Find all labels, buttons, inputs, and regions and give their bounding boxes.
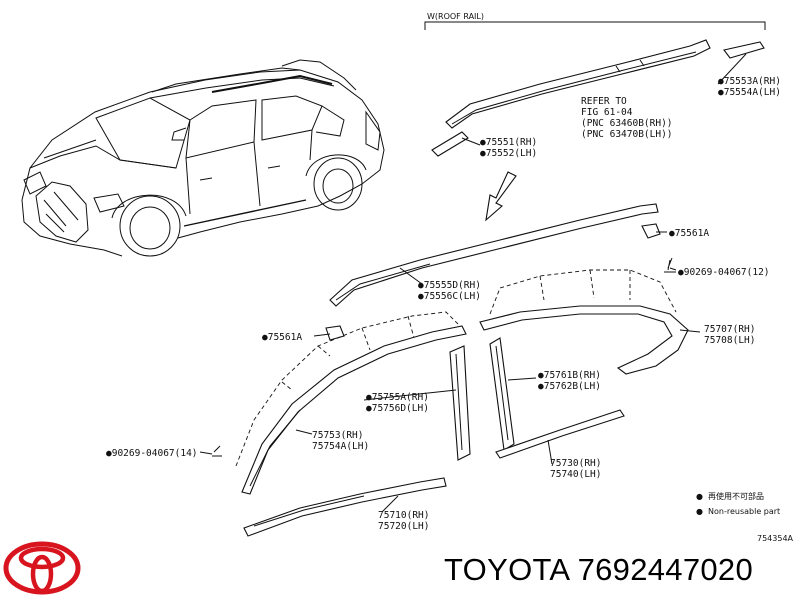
- callout-line: ●75755A(RH): [366, 392, 429, 403]
- callout-line: ●75555D(RH): [418, 280, 481, 291]
- callout-75753: 75753(RH) 75754A(LH): [312, 430, 369, 452]
- callout-line: ●75552(LH): [480, 148, 537, 159]
- refer-line: REFER TO: [581, 96, 627, 107]
- clip-75561a-right: [641, 223, 661, 239]
- callout-line: 75753(RH): [312, 430, 363, 441]
- door-frame-outline: [235, 269, 677, 467]
- toyota-logo-icon: [3, 541, 81, 595]
- callout-75730: 75730(RH) 75740(LH): [550, 458, 601, 480]
- legend-text: 再使用不可部品: [708, 491, 764, 501]
- callout-line: 75707(RH): [704, 324, 755, 335]
- callout-line: ●75551(RH): [480, 137, 537, 148]
- direction-arrow: [485, 171, 517, 222]
- roof-moulding-part: [329, 203, 659, 307]
- callout-line: ●90269-04067(12): [678, 267, 770, 278]
- callout-75707: 75707(RH) 75708(LH): [704, 324, 755, 346]
- callout-line: ●75762B(LH): [538, 381, 601, 392]
- legend-symbol: ●: [696, 492, 703, 501]
- callout-line: ●75761B(RH): [538, 370, 601, 381]
- pillar-garnish-front: [449, 345, 471, 461]
- callout-line: 75710(RH): [378, 510, 429, 521]
- refer-note: REFER TO FIG 61-04 (PNC 63460B(RH)) (PNC…: [581, 96, 673, 140]
- refer-line: (PNC 63460B(RH)): [581, 118, 673, 129]
- callout-line: ●75756D(LH): [366, 403, 429, 414]
- front-door-belt-moulding: [241, 325, 467, 495]
- refer-line: (PNC 63470B(LH)): [581, 129, 673, 140]
- callout-75555d: ●75555D(RH) ●75556C(LH): [418, 280, 481, 302]
- callout-75551: ●75551(RH) ●75552(LH): [480, 137, 537, 159]
- part-75553a: [723, 41, 765, 59]
- leader-lines: [199, 53, 747, 513]
- diagram-code: 754354A: [757, 534, 794, 543]
- callout-line: ●75561A: [262, 332, 302, 343]
- callout-line: 75720(LH): [378, 521, 429, 532]
- callout-90269-14: ●90269-04067(14): [106, 448, 198, 459]
- legend: ● 再使用不可部品 ● Non-reusable part: [696, 491, 780, 516]
- front-belt-moulding-lower: [243, 477, 447, 537]
- callout-line: ●75556C(LH): [418, 291, 481, 302]
- callout-75761b: ●75761B(RH) ●75762B(LH): [538, 370, 601, 392]
- clip-75561a-left: [325, 325, 345, 341]
- callout-75755a: ●75755A(RH) ●75756D(LH): [366, 392, 429, 414]
- part-number-title: TOYOTA 7692447020: [444, 552, 753, 587]
- roof-rail-part: [445, 39, 711, 129]
- rear-belt-moulding: [495, 409, 625, 459]
- callout-line: ●90269-04067(14): [106, 448, 198, 459]
- legend-text: Non-reusable part: [708, 507, 780, 516]
- vehicle-illustration: [21, 59, 385, 257]
- roof-rail-bracket: [424, 21, 766, 30]
- callout-75561a-left: ●75561A: [262, 332, 302, 343]
- roof-rail-label: W(ROOF RAIL): [427, 12, 484, 21]
- legend-symbol: ●: [696, 507, 703, 516]
- callout-75561a-right: ●75561A: [669, 228, 709, 239]
- callout-line: ●75553A(RH): [718, 76, 781, 87]
- callout-line: 75740(LH): [550, 469, 601, 480]
- callout-line: ●75561A: [669, 228, 709, 239]
- refer-line: FIG 61-04: [581, 107, 633, 118]
- callout-line: 75754A(LH): [312, 441, 369, 452]
- part-75551: [431, 131, 469, 157]
- callout-75553a: ●75553A(RH) ●75554A(LH): [718, 76, 781, 98]
- pillar-garnish-rear: [489, 337, 515, 451]
- callout-line: ●75554A(LH): [718, 87, 781, 98]
- screw-14: [212, 445, 222, 457]
- callout-line: 75730(RH): [550, 458, 601, 469]
- callout-line: 75708(LH): [704, 335, 755, 346]
- callout-90269-12: ●90269-04067(12): [678, 267, 770, 278]
- screw-12: [664, 257, 676, 273]
- rear-door-frame-moulding: [479, 305, 689, 375]
- callout-75710: 75710(RH) 75720(LH): [378, 510, 429, 532]
